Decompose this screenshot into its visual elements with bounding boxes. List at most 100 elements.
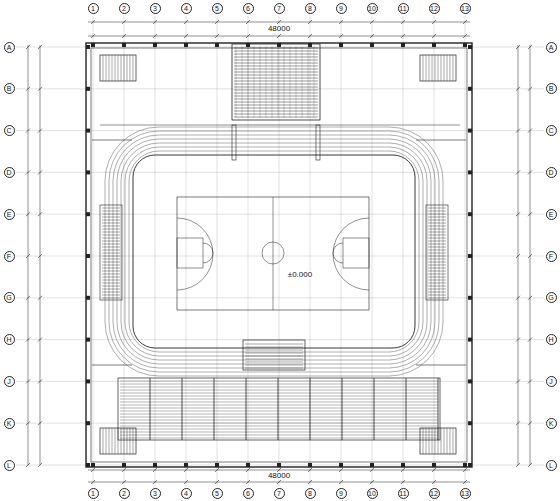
plan-line [26,421,30,425]
axis-bubble: 1 [88,3,99,14]
axis-bubble: F [546,251,557,262]
plan-line [429,55,430,81]
column [468,296,472,300]
plan-line [245,359,303,360]
column [468,338,472,342]
plan-line [91,34,95,38]
plan-line [428,232,446,233]
column [468,129,472,133]
axis-bubble: D [546,167,557,178]
plan-line [528,45,532,49]
plan-line [120,381,438,382]
plan-line [120,438,438,439]
plan-line [28,45,29,465]
plan-line [16,214,544,215]
plan-line [102,220,120,221]
plan-line [320,125,460,126]
plan-line [92,365,132,366]
plan-line [106,428,107,454]
plan-line [246,34,250,38]
plan-line [234,87,318,88]
column [468,87,472,91]
plan-line [91,20,95,24]
axis-bubble: B [4,83,15,94]
plan-line [245,365,303,366]
plan-line [428,208,446,209]
plan-line [426,55,427,81]
plan-line [112,428,113,454]
plan-line [102,214,120,215]
plan-line [122,20,126,24]
plan-line [120,435,438,436]
plan-line [234,90,318,91]
plan-line [260,46,261,118]
column [153,43,157,47]
column [86,296,90,300]
plan-line [428,268,446,269]
plan-line [234,63,318,64]
plan-line [308,480,312,484]
plan-line [120,408,438,409]
plan-line [528,379,532,383]
plan-line [428,241,446,242]
plan-line [120,393,438,394]
plan-line [102,208,120,209]
plan-line [278,46,279,118]
plan-line [38,379,42,383]
plan-line [38,87,42,91]
plan-line [428,289,446,290]
plan-line [428,223,446,224]
dimension-text: ±0.000 [286,271,314,279]
axis-bubble: 4 [181,3,192,14]
plan-line [102,280,120,281]
plan-line [186,16,187,486]
plan-line [155,16,156,486]
plan-line [102,211,120,212]
plan-line [184,20,188,24]
plan-line [234,78,318,79]
plan-outline [420,55,456,81]
plan-outline [100,55,136,81]
plan-outline [243,340,305,370]
plan-line [245,362,303,363]
plan-line [102,274,120,275]
plan-line [370,20,374,24]
plan-line [516,212,520,216]
column [86,129,90,133]
plan-line [120,417,438,418]
plan-line [453,55,454,81]
plan-line [428,295,446,296]
plan-line [38,421,42,425]
plan-line [234,60,318,61]
plan-line [102,241,120,242]
plan-line [122,468,126,472]
axis-bubble: 2 [119,488,130,499]
plan-outline [426,205,448,300]
plan-line [308,20,312,24]
plan-line [428,229,446,230]
plan-line [26,463,30,467]
plan-line [339,34,343,38]
column [308,463,312,467]
plan-line [120,411,438,412]
axis-bubble: E [4,209,15,220]
column [246,463,250,467]
plan-line [120,384,438,385]
axis-bubble: 5 [212,488,223,499]
plan-line [518,45,519,465]
plan-line [341,16,342,486]
plan-line [38,45,42,49]
plan-outline [100,428,136,454]
plan-line [444,55,445,81]
axis-bubble: F [4,251,15,262]
plan-line [416,365,466,366]
plan-line [528,170,532,174]
column [463,43,467,47]
plan-line [245,350,303,351]
plan-line [38,254,42,258]
plan-line [463,34,467,38]
axis-bubble: 3 [150,488,161,499]
plan-line [26,379,30,383]
column [468,254,472,258]
